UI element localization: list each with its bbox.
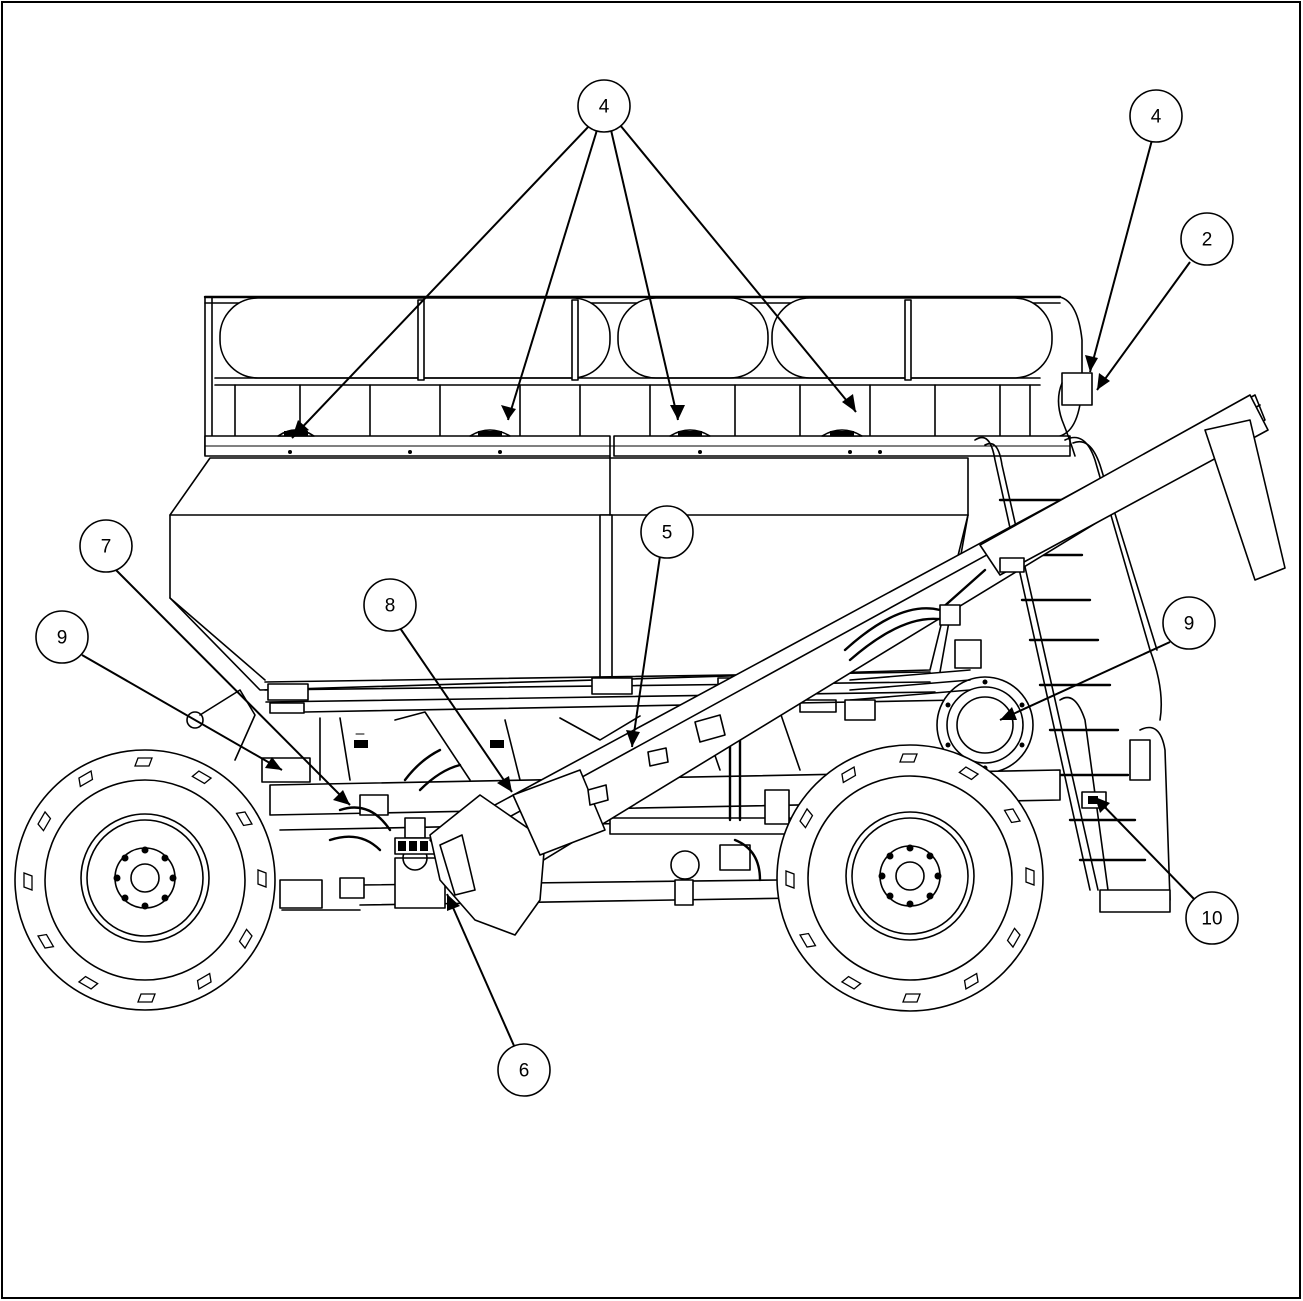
leader-10 xyxy=(1094,796,1196,901)
leader-4a xyxy=(291,124,857,439)
meters-hoses xyxy=(279,738,762,911)
hopper-tanks xyxy=(169,457,969,781)
callout-2-label: 2 xyxy=(1202,230,1213,251)
callout-4a-label: 4 xyxy=(599,97,610,118)
lid-3 xyxy=(669,429,711,437)
front-wheel xyxy=(776,744,1044,1012)
callout-4b: 4 xyxy=(1129,89,1183,143)
callout-6: 6 xyxy=(497,1043,551,1097)
callout-6-label: 6 xyxy=(519,1061,530,1082)
callout-10-label: 10 xyxy=(1201,909,1222,930)
leader-6 xyxy=(446,893,516,1049)
lid-4 xyxy=(821,429,863,437)
leader-5 xyxy=(626,555,661,748)
ladder xyxy=(974,436,1171,913)
callout-9a: 9 xyxy=(35,610,89,664)
leader-2 xyxy=(1096,261,1191,391)
leader-9b xyxy=(999,641,1171,721)
callout-4a: 4 xyxy=(577,79,631,133)
air-cart-drawing xyxy=(14,295,1286,1012)
rear-wheel xyxy=(14,749,276,1011)
lid-2 xyxy=(469,429,511,437)
leader-8 xyxy=(399,627,513,793)
callouts: 4 4 2 5 7 8 9 9 xyxy=(35,79,1239,1097)
callout-8: 8 xyxy=(363,578,417,632)
callout-9b-label: 9 xyxy=(1184,614,1195,635)
leader-7 xyxy=(115,569,351,806)
callout-5: 5 xyxy=(640,505,694,559)
leader-9a xyxy=(81,654,283,771)
leader-lines xyxy=(81,124,1196,1049)
callout-4b-label: 4 xyxy=(1151,107,1162,128)
callout-2: 2 xyxy=(1180,212,1234,266)
callout-7: 7 xyxy=(79,519,133,573)
callout-9b: 9 xyxy=(1162,596,1216,650)
callout-5-label: 5 xyxy=(662,523,673,544)
callout-10: 10 xyxy=(1185,891,1239,945)
auger xyxy=(429,394,1286,936)
callout-8-label: 8 xyxy=(385,596,396,617)
callout-9a-label: 9 xyxy=(57,628,68,649)
leader-4b xyxy=(1085,139,1153,373)
top-railing xyxy=(203,295,1093,516)
callout-7-label: 7 xyxy=(101,537,112,558)
